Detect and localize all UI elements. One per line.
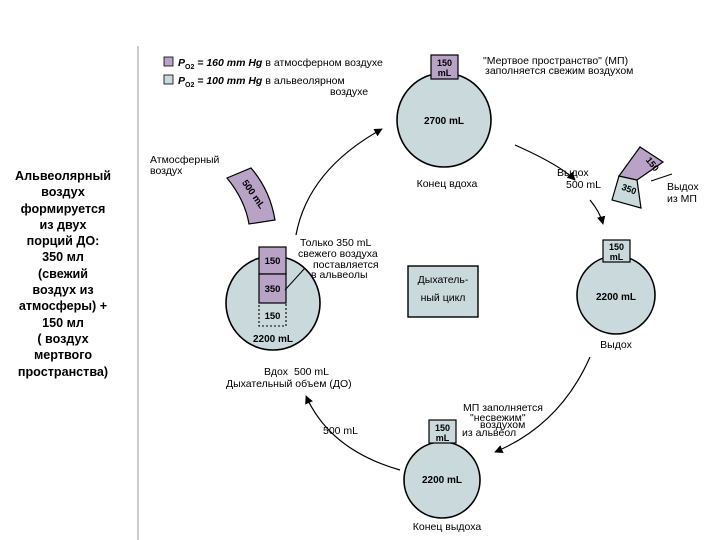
- side-note-line: формируется: [20, 201, 106, 216]
- side-note-line: пространства): [17, 364, 109, 379]
- arrow-to-bottom: [494, 356, 591, 453]
- left-atm-2: воздух: [150, 165, 183, 177]
- left-note-3: поставляется: [313, 259, 379, 271]
- arrow-to-top: [295, 128, 383, 236]
- lung-expiration: 150 mL 2200 mL Выдох Выдох 500 mL 150 35…: [557, 146, 699, 351]
- arrow-to-right: [589, 199, 606, 225]
- lung-inspiration: 150 350 150 2200 mL Только 350 mL свежег…: [150, 154, 379, 390]
- deadspace-bottom-unit: mL: [436, 433, 450, 443]
- legend-alv-text-2: воздухе: [330, 86, 368, 98]
- bottom-note-2: "несвежим": [470, 412, 526, 424]
- side-note-line: из двух: [39, 217, 87, 232]
- top-note-2: заполняется свежим воздухом: [485, 65, 633, 77]
- lung-end-inspiration: 150 mL 2700 mL Конец вдоха "Мертвое прос…: [396, 54, 633, 190]
- left-volume: 2200 mL: [253, 334, 293, 345]
- center-line-2: ный цикл: [421, 292, 466, 304]
- side-note-line: воздух: [41, 185, 85, 200]
- segment-350: [258, 273, 287, 304]
- deadspace-top-unit: mL: [438, 68, 452, 78]
- bottom-note-4: из альвеол: [462, 427, 516, 439]
- right-out-2: из МП: [667, 193, 697, 205]
- deadspace-box-bottom: [428, 419, 457, 444]
- side-note-line: (свежий: [37, 266, 89, 281]
- right-out-1: Выдох: [667, 181, 699, 193]
- cycle-arrows: [295, 128, 606, 471]
- right-exhale-2: 500 mL: [566, 179, 601, 191]
- right-caption: Выдох: [600, 339, 632, 351]
- side-note-line: воздух из: [32, 283, 94, 298]
- segment-150-dashed: [258, 302, 287, 327]
- side-note-line: Альвеолярный: [15, 169, 111, 183]
- deadspace-right-unit: mL: [610, 252, 624, 262]
- bottom-note-1: МП заполняется: [463, 402, 543, 414]
- side-note-line: ( воздух: [37, 331, 89, 346]
- deadspace-top-value: 150: [437, 58, 452, 68]
- exhale-arc-bottom: 350: [620, 182, 638, 197]
- lung-end-expiration: 150 mL 2200 mL Конец выдоха МП заполняет…: [323, 402, 543, 533]
- arrow-to-left: [305, 395, 401, 471]
- right-exhale-1: Выдох: [557, 167, 589, 179]
- cycle-label-box: Дыхатель- ный цикл: [407, 265, 479, 318]
- legend-alv-swatch: [163, 74, 174, 85]
- deadspace-right-value: 150: [609, 242, 624, 252]
- side-note-line: атмосферы) +: [18, 299, 108, 314]
- bottom-arrow-label: 500 mL: [323, 425, 358, 437]
- exhale-band-deadspace: [617, 146, 665, 181]
- seg-bottom-label: 150: [265, 311, 281, 322]
- deadspace-box-right: [602, 239, 631, 263]
- arrow-top-right: [514, 144, 576, 181]
- left-note-4: в альвеолы: [311, 269, 368, 281]
- top-volume: 2700 mL: [424, 116, 464, 127]
- top-note-1: "Мертвое пространство" (МП): [483, 55, 628, 67]
- left-atm-1: Атмосферный: [150, 154, 220, 166]
- center-line-1: Дыхатель-: [418, 274, 469, 286]
- left-cap-2: Дыхательный объем (ДО): [226, 378, 352, 390]
- bottom-volume: 2200 mL: [422, 475, 462, 486]
- side-note-line: порций ДО:: [26, 234, 100, 249]
- seg-top-label: 150: [265, 256, 281, 267]
- right-volume: 2200 mL: [596, 292, 636, 303]
- legend-atm-swatch: [163, 56, 174, 67]
- note-pointer: [284, 267, 306, 291]
- top-caption: Конец вдоха: [417, 178, 478, 190]
- deadspace-box-top: [430, 54, 459, 80]
- side-note-line: 150 мл: [42, 315, 84, 330]
- left-note-2: свежего воздуха: [298, 248, 378, 260]
- bottom-caption: Конец выдоха: [413, 521, 482, 533]
- atm-air-band: [226, 167, 276, 225]
- side-note-line: мертвого: [33, 348, 93, 363]
- deadspace-bottom-value: 150: [435, 423, 450, 433]
- seg-mid-label: 350: [265, 284, 281, 295]
- side-note-line: 350 мл: [42, 250, 84, 265]
- bottom-note-3: воздухом: [480, 419, 525, 431]
- left-note-1: Только 350 mL: [300, 237, 371, 249]
